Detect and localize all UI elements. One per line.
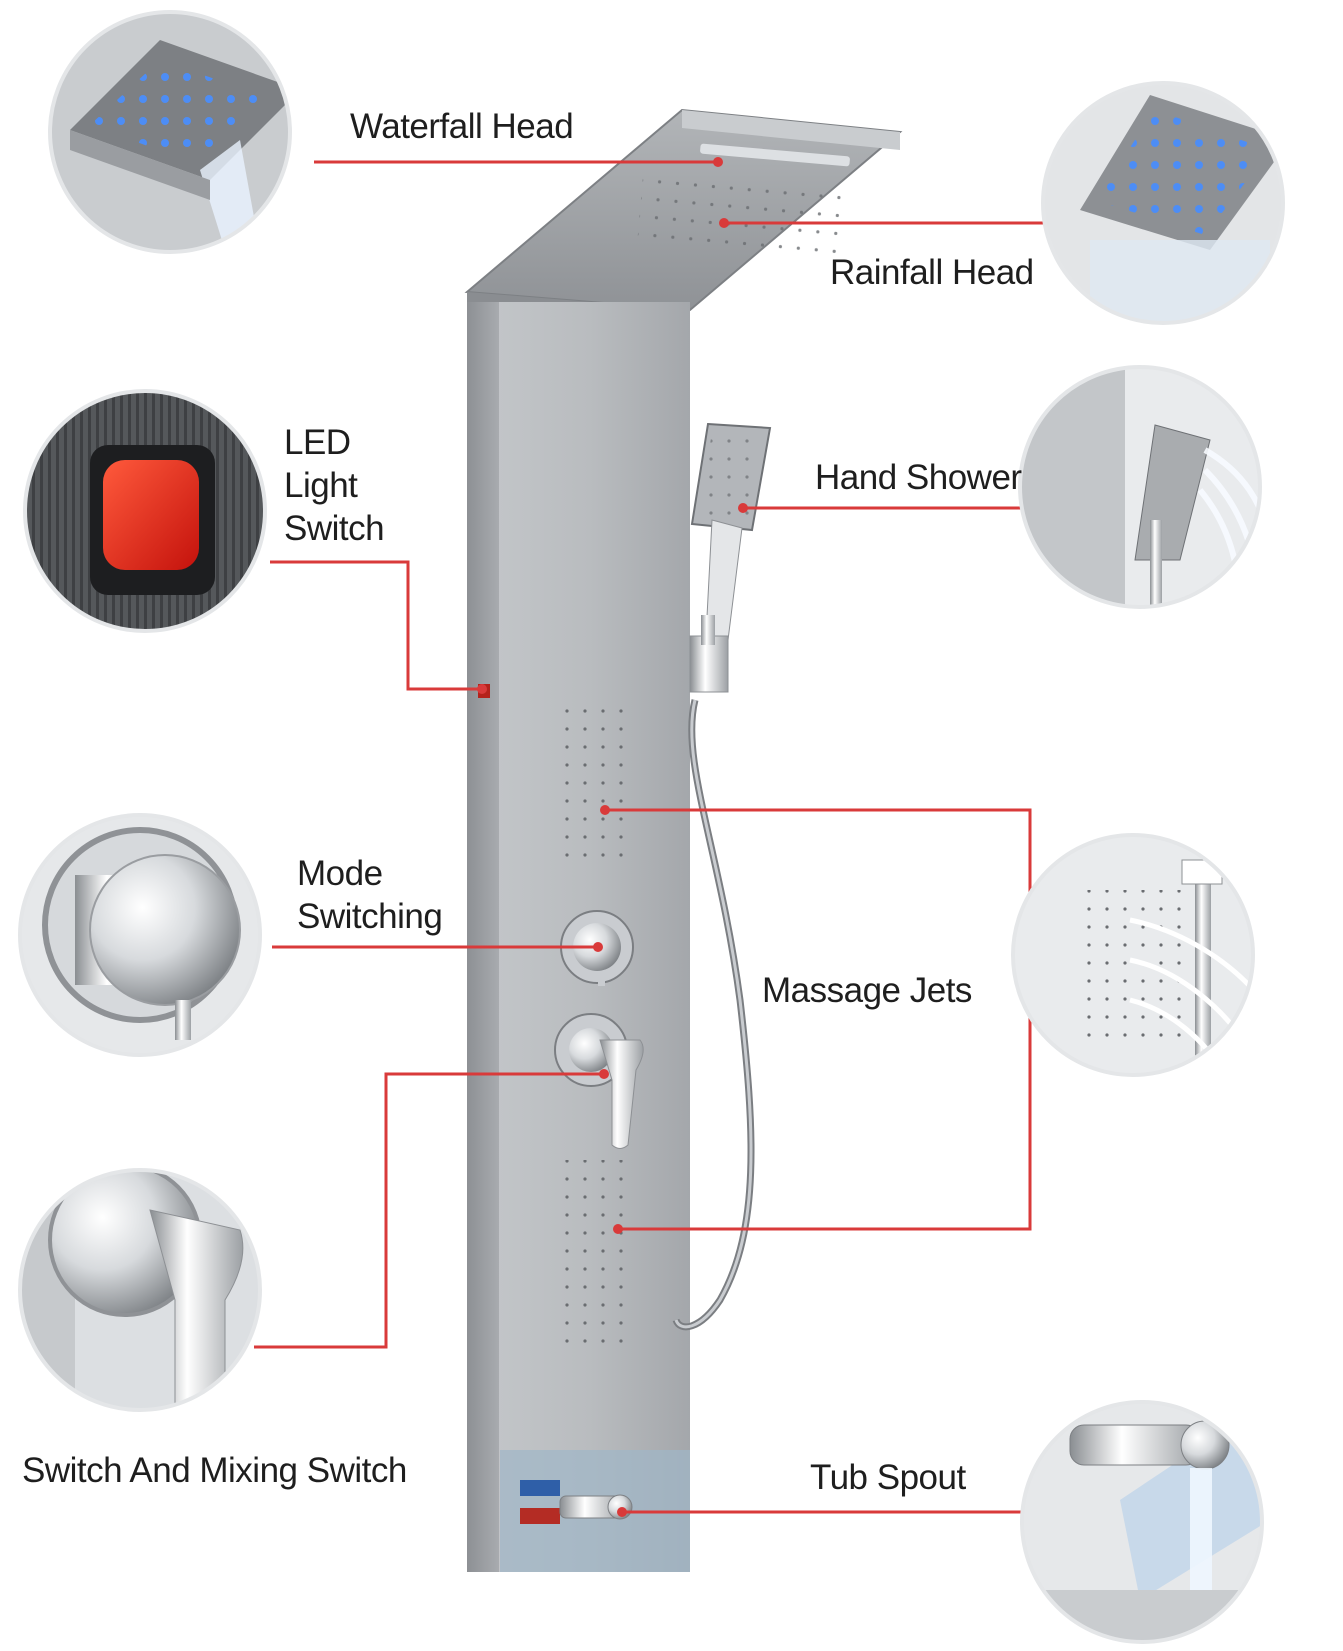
label-led-line2: Light (284, 466, 358, 505)
label-waterfall-head: Waterfall Head (350, 107, 574, 146)
led-switch-photo (25, 391, 265, 631)
label-mode-switching: Mode Switching (297, 852, 443, 938)
leader-led (270, 560, 482, 691)
label-rainfall-head: Rainfall Head (830, 253, 1034, 292)
tub-spout-photo (1022, 1402, 1262, 1642)
leader-mixing (254, 1072, 604, 1349)
label-led-line1: LED (284, 423, 351, 462)
label-mode-line1: Mode (297, 854, 383, 893)
head-front-edge (682, 110, 900, 150)
shower-panel (464, 108, 903, 1572)
mode-knob-photo (20, 815, 260, 1055)
label-mode-line2: Switching (297, 897, 443, 936)
label-tub-spout: Tub Spout (810, 1458, 966, 1497)
label-massage-jets: Massage Jets (762, 971, 972, 1010)
label-led-line3: Switch (284, 509, 385, 548)
massage-jets-lower (554, 1160, 632, 1355)
leader-dots (477, 157, 748, 1517)
rainfall-head-photo (1043, 83, 1283, 323)
massage-jets-upper (554, 700, 632, 870)
label-mixing-switch: Switch And Mixing Switch (22, 1451, 407, 1490)
mixing-handle (554, 1013, 644, 1149)
massage-jets-photo (1013, 835, 1253, 1075)
hand-shower (672, 422, 772, 1331)
rainfall-nozzles (637, 176, 843, 254)
waterfall-head-photo (50, 12, 290, 252)
label-hand-shower: Hand Shower (815, 458, 1022, 497)
label-led-light-switch: LED Light Switch (284, 421, 385, 550)
leader-lines (254, 160, 1085, 1514)
